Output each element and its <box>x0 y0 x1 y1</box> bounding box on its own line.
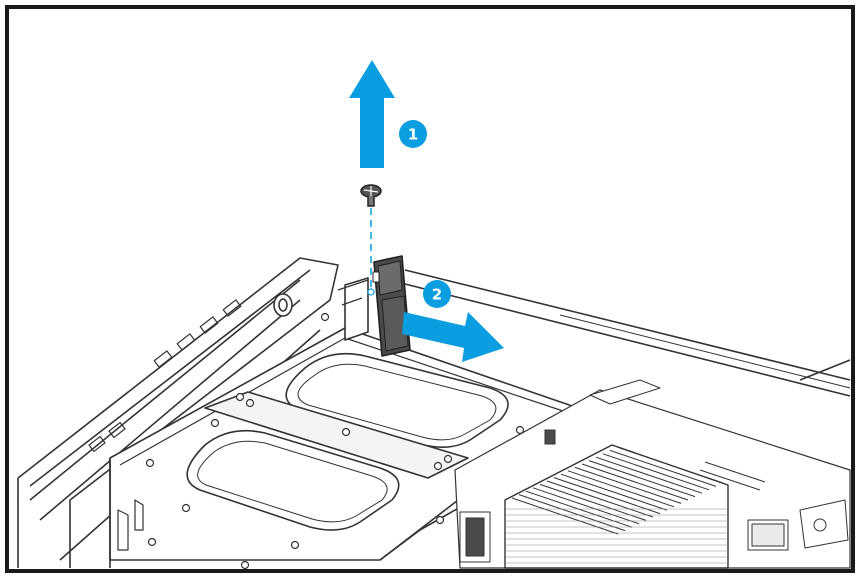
heatsink-fin <box>532 487 640 525</box>
screw-icon <box>360 184 382 207</box>
nas-chassis <box>17 255 851 570</box>
board-components <box>459 379 849 563</box>
heatsink-fin <box>560 473 668 511</box>
cage-crossbar <box>204 391 469 479</box>
cage-screws <box>145 312 525 570</box>
heatsink-fin <box>553 477 661 515</box>
cage-cutout-lower <box>186 429 400 531</box>
arrow-right-icon <box>402 312 504 362</box>
heatsink-fin <box>511 497 619 535</box>
chassis-left-wall <box>17 257 339 568</box>
screw-hole <box>367 288 375 296</box>
arrow-up-icon <box>349 60 395 168</box>
heatsink-fin <box>595 456 703 494</box>
pcie-slot-bracket <box>344 277 369 341</box>
heatsink-fin <box>609 449 717 487</box>
step-badge-2: 2 <box>423 280 451 308</box>
cage-cutout-upper <box>285 352 509 448</box>
heatsink-fin <box>588 460 696 498</box>
heatsink-fin <box>567 470 675 508</box>
step-number-2: 2 <box>432 286 442 304</box>
heatsink-fin <box>539 483 647 521</box>
heatsink-fin <box>574 466 682 504</box>
heatsink-fin <box>616 446 724 484</box>
heatsink-fin <box>518 494 626 532</box>
heatsink-fin <box>546 480 654 518</box>
thumb-screw <box>273 293 293 317</box>
wall-vents <box>88 299 242 453</box>
heatsink <box>504 444 729 569</box>
heatsink-fin <box>581 463 689 501</box>
step-number-1: 1 <box>408 126 418 144</box>
heatsink-fin <box>602 453 710 491</box>
step-badge-1: 1 <box>399 120 427 148</box>
chassis-back-rail <box>404 269 851 397</box>
